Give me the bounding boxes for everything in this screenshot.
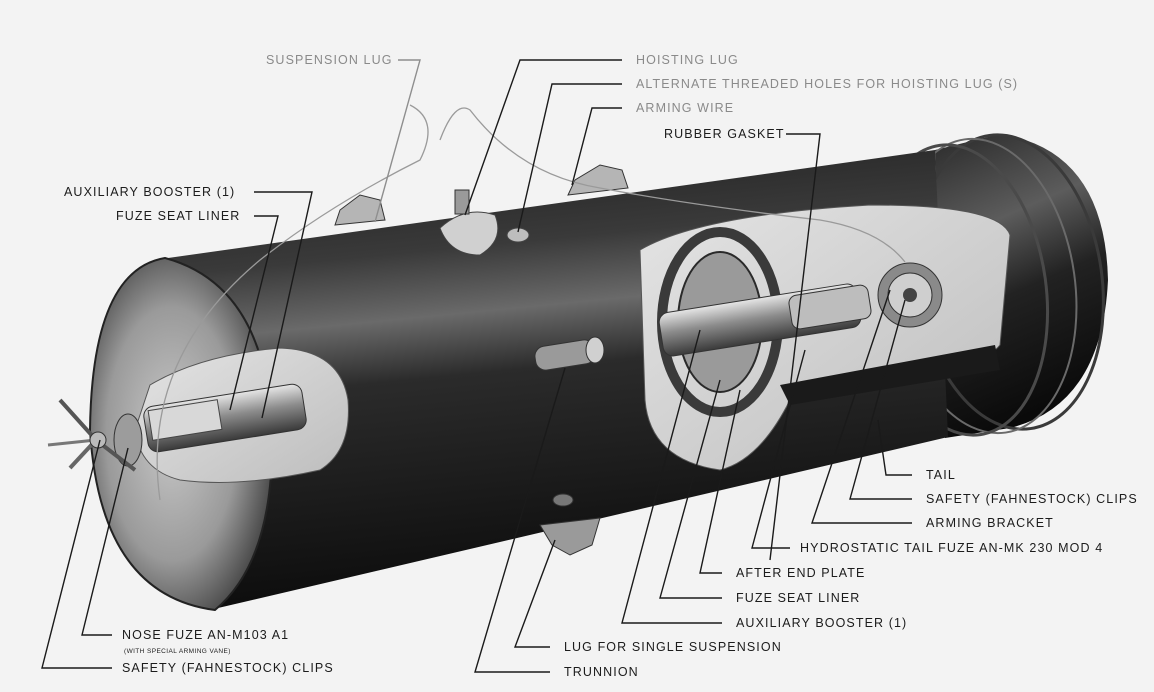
arming-vane-icon	[47, 398, 137, 472]
label-fuze-seat-liner-left: FUZE SEAT LINER	[116, 209, 240, 223]
suspension-lug	[334, 194, 386, 226]
label-rubber-gasket: RUBBER GASKET	[664, 127, 785, 141]
trunnion	[534, 336, 605, 371]
label-arming-bracket: ARMING BRACKET	[926, 516, 1054, 530]
label-tail: TAIL	[926, 468, 956, 482]
arming-wire	[156, 104, 906, 501]
label-alternate-threaded-holes: ALTERNATE THREADED HOLES FOR HOISTING LU…	[636, 77, 1018, 91]
label-safety-clips-left: SAFETY (FAHNESTOCK) CLIPS	[122, 661, 334, 675]
hydrostatic-tail-fuze	[658, 283, 872, 357]
label-lug-single-suspension: LUG FOR SINGLE SUSPENSION	[564, 640, 782, 654]
label-hydrostatic-tail-fuze: HYDROSTATIC TAIL FUZE AN-MK 230 MOD 4	[800, 541, 1103, 555]
label-auxiliary-booster-left: AUXILIARY BOOSTER (1)	[64, 185, 235, 199]
lug-single-suspension	[539, 517, 601, 556]
label-auxiliary-booster-right: AUXILIARY BOOSTER (1)	[736, 616, 907, 630]
label-after-end-plate: AFTER END PLATE	[736, 566, 865, 580]
label-nose-fuze: NOSE FUZE AN-M103 A1	[122, 628, 289, 642]
label-suspension-lug: SUSPENSION LUG	[266, 53, 393, 67]
label-hoisting-lug: HOISTING LUG	[636, 53, 739, 67]
leader-lines	[41, 59, 912, 673]
bomb-illustration	[47, 104, 1108, 612]
label-fuze-seat-liner-right: FUZE SEAT LINER	[736, 591, 860, 605]
label-arming-wire: ARMING WIRE	[636, 101, 734, 115]
alternate-threaded-hole	[506, 227, 530, 243]
arming-wire-lug	[567, 164, 629, 196]
labels: SUSPENSION LUG HOISTING LUG ALTERNATE TH…	[64, 53, 1138, 679]
label-safety-clips-right: SAFETY (FAHNESTOCK) CLIPS	[926, 492, 1138, 506]
label-nose-fuze-note: (WITH SPECIAL ARMING VANE)	[124, 648, 231, 655]
label-trunnion: TRUNNION	[564, 665, 639, 679]
tail-spinner-icon	[877, 262, 943, 328]
